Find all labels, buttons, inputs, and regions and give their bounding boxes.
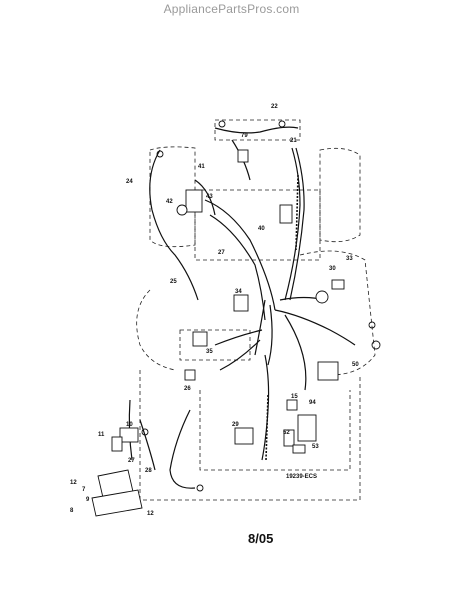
callout-42: 42 <box>166 199 173 205</box>
components <box>91 149 345 517</box>
callout-43: 43 <box>206 194 213 200</box>
callout-53: 53 <box>312 444 319 450</box>
holder-10 <box>119 427 139 443</box>
pto-switch-50 <box>317 361 339 381</box>
callout-50: 50 <box>352 362 359 368</box>
fuse-15 <box>286 399 298 411</box>
callout-79: 79 <box>241 133 248 139</box>
callout-21: 21 <box>290 138 297 144</box>
date-code: 8/05 <box>248 531 274 546</box>
switch-29 <box>234 427 254 445</box>
battery-tray <box>91 489 143 517</box>
connector-33 <box>331 279 345 290</box>
callout-15: 15 <box>291 394 298 400</box>
callout-10: 10 <box>126 422 133 428</box>
callout-52: 52 <box>283 430 290 436</box>
callout-27b: 27 <box>128 458 135 464</box>
tractor-outline <box>136 119 376 501</box>
callout-26: 26 <box>184 386 191 392</box>
callout-29: 29 <box>232 422 239 428</box>
site-watermark: AppliancePartsPros.com <box>163 2 300 16</box>
callout-12: 12 <box>70 480 77 486</box>
ignition-switch-43 <box>185 189 203 213</box>
switch-21 <box>237 149 249 163</box>
fuse-26 <box>184 369 196 381</box>
drawing-code: 19239-ECS <box>286 474 317 480</box>
callout-12b: 12 <box>147 511 154 517</box>
callout-11: 11 <box>98 432 105 438</box>
key-42 <box>176 204 188 216</box>
relay-40 <box>279 204 293 224</box>
connector-53 <box>292 444 306 454</box>
callout-33: 33 <box>346 256 353 262</box>
callout-9: 9 <box>86 497 90 503</box>
callout-34: 34 <box>235 289 242 295</box>
module-35 <box>192 331 208 347</box>
switch-52 <box>283 429 295 447</box>
callout-22: 22 <box>271 104 278 110</box>
solenoid-30 <box>315 290 329 304</box>
callout-35: 35 <box>206 349 213 355</box>
switch-34 <box>233 294 249 312</box>
coiled-harness <box>265 174 299 461</box>
bracket-11 <box>111 436 123 452</box>
callout-94: 94 <box>309 400 316 406</box>
callout-40: 40 <box>258 226 265 232</box>
callout-24: 24 <box>126 179 133 185</box>
terminals <box>141 120 381 492</box>
callout-30: 30 <box>329 266 336 272</box>
callout-7: 7 <box>82 487 86 493</box>
callout-labels: 22 79 21 41 43 24 42 40 27 33 30 25 34 3… <box>70 104 359 517</box>
bracket-94 <box>297 414 317 442</box>
callout-41: 41 <box>198 164 205 170</box>
callout-8: 8 <box>70 508 74 514</box>
callout-25: 25 <box>170 279 177 285</box>
callout-27: 27 <box>218 250 225 256</box>
callout-28: 28 <box>145 468 152 474</box>
